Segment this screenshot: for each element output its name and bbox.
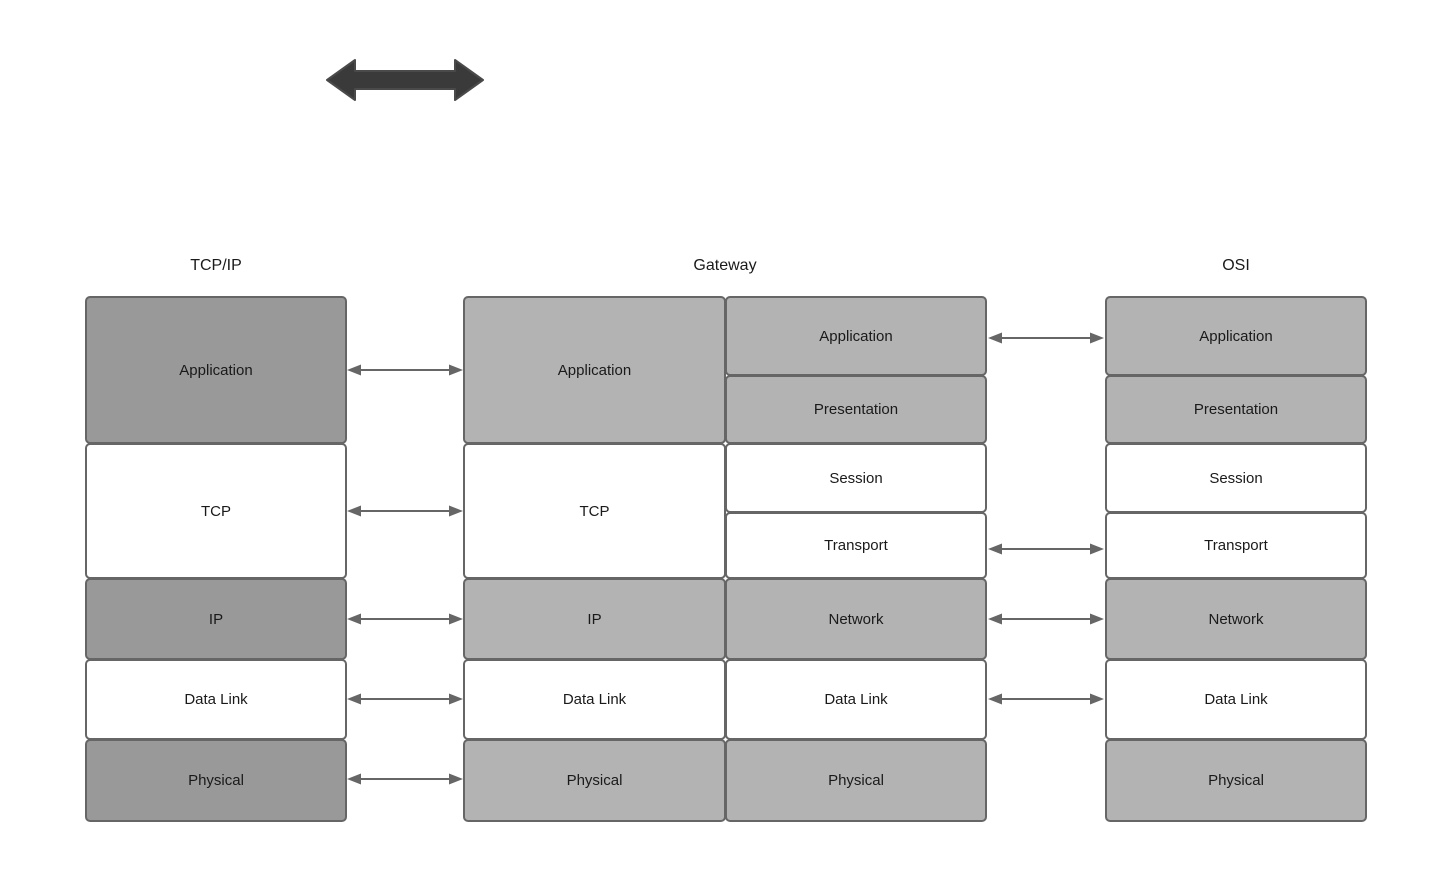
gateway-left-layer-data-link[interactable]: Data Link [463,659,726,740]
gateway-right-layer-data-link[interactable]: Data Link [725,659,987,740]
tcpip-layer-data-link[interactable]: Data Link [85,659,347,740]
osi-layer-data-link[interactable]: Data Link [1105,659,1367,740]
gateway-right-layer-session[interactable]: Session [725,443,987,513]
gateway-right-layer-transport[interactable]: Transport [725,512,987,579]
osi-layer-application[interactable]: Application [1105,296,1367,376]
gateway-right-layer-network[interactable]: Network [725,578,987,660]
tcpip-layer-ip[interactable]: IP [85,578,347,660]
gateway-left-layer-tcp[interactable]: TCP [463,443,726,579]
connector-gateway-osi-transport [988,542,1104,556]
tcpip-layer-tcp[interactable]: TCP [85,443,347,579]
connector-tcpip-gateway-ip [347,612,463,626]
osi-layer-transport[interactable]: Transport [1105,512,1367,579]
column-header-gateway: Gateway [693,257,757,274]
column-header-osi: OSI [1222,257,1250,274]
gateway-left-layer-application[interactable]: Application [463,296,726,444]
connector-tcpip-gateway-physical [347,772,463,786]
connector-tcpip-gateway-application [347,363,463,377]
osi-layer-physical[interactable]: Physical [1105,739,1367,822]
osi-layer-presentation[interactable]: Presentation [1105,375,1367,444]
osi-layer-network[interactable]: Network [1105,578,1367,660]
gateway-right-layer-application[interactable]: Application [725,296,987,376]
connector-tcpip-gateway-data-link [347,692,463,706]
bidirectional-arrow-icon [325,54,485,106]
column-header-tcpip: TCP/IP [190,257,242,274]
connector-tcpip-gateway-tcp [347,504,463,518]
gateway-left-layer-ip[interactable]: IP [463,578,726,660]
connector-gateway-osi-data-link [988,692,1104,706]
tcpip-layer-application[interactable]: Application [85,296,347,444]
connector-gateway-osi-application [988,331,1104,345]
tcpip-layer-physical[interactable]: Physical [85,739,347,822]
connector-gateway-osi-network [988,612,1104,626]
gateway-right-layer-physical[interactable]: Physical [725,739,987,822]
osi-layer-session[interactable]: Session [1105,443,1367,513]
gateway-right-layer-presentation[interactable]: Presentation [725,375,987,444]
gateway-left-layer-physical[interactable]: Physical [463,739,726,822]
